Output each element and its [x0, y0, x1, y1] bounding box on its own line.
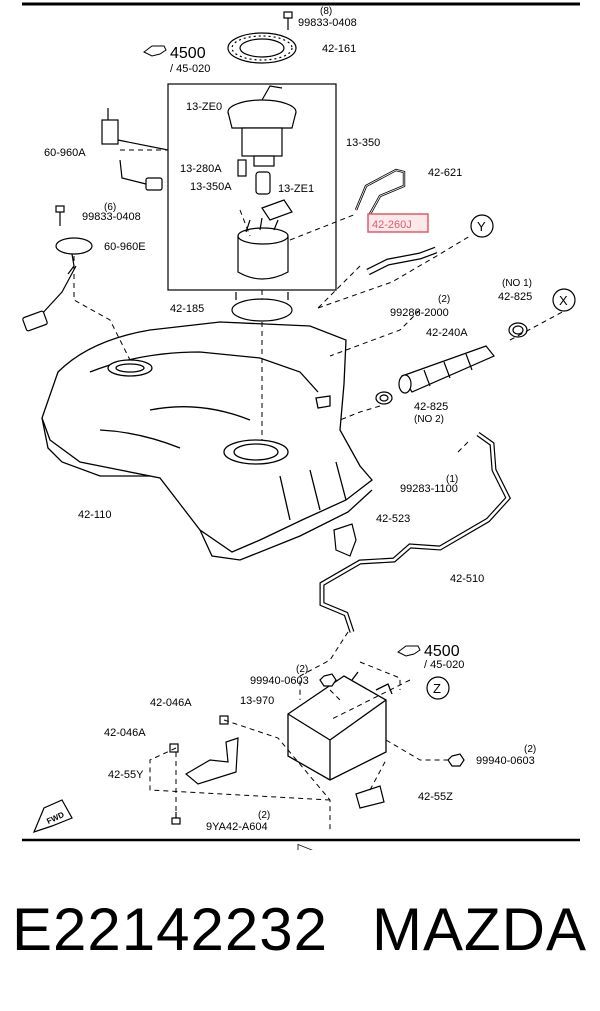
sender-label: 60-960A — [44, 147, 86, 159]
holder-label: 42-523 — [376, 513, 410, 525]
vent-tube-label: 42-621 — [428, 167, 462, 179]
dashed-leaders — [73, 149, 567, 830]
bottom-bolt-part — [171, 812, 181, 825]
top-bolt — [283, 11, 293, 30]
bracket-label: 13-350A — [190, 181, 232, 193]
bracket-a1-label: 42-046A — [150, 697, 192, 709]
marker-z-circle — [426, 676, 450, 700]
top-bolt-label: 99833-0408 — [298, 17, 357, 29]
caption: E22142232 MAZDA — [0, 885, 600, 985]
bracket-y-part — [169, 715, 239, 785]
clamp-no2-part — [375, 391, 393, 405]
marker-z: Z — [433, 681, 441, 696]
clip-b-qty: (1) — [446, 474, 458, 485]
clamp-no2-note: (NO 2) — [414, 414, 444, 425]
nut-a-qty: (2) — [296, 664, 308, 675]
left-bolt-qty: (6) — [104, 202, 116, 213]
sender-unit-part — [22, 205, 93, 332]
fuel-tank — [41, 321, 373, 561]
lock-ring-label: 42-185 — [170, 303, 204, 315]
clamp-no2-label: 42-825 — [414, 401, 448, 413]
nut-b-label: 99940-0603 — [476, 755, 535, 767]
bottom-bolt-qty: (2) — [258, 810, 270, 821]
fuel-pump-part — [227, 85, 297, 167]
holder-part — [333, 523, 357, 557]
filler-hose-part — [398, 345, 495, 394]
sender-part — [101, 108, 169, 191]
filter-label: 13-ZE1 — [278, 183, 314, 195]
clamp-no1-part — [508, 322, 528, 338]
clamp-no1-label: 42-825 — [498, 291, 532, 303]
bracket-z-part — [355, 785, 385, 809]
nut-b-qty: (2) — [524, 744, 536, 755]
filler-hose-label: 42-240A — [426, 327, 468, 339]
hand-pointer-icon-lower — [397, 645, 421, 657]
upper-ref-number: 4500 — [170, 45, 206, 62]
lower-ref-number: 4500 — [424, 643, 460, 660]
marker-y-circle — [470, 214, 494, 238]
clip-a-label: 99286-2000 — [390, 307, 449, 319]
highlight-box — [367, 213, 429, 233]
hand-pointer-icon — [143, 45, 167, 57]
canister-label: 13-970 — [240, 695, 274, 707]
ring-label: 42-161 — [322, 43, 356, 55]
fuel-pump-label: 13-ZE0 — [186, 101, 222, 113]
tank-label: 42-110 — [78, 509, 111, 521]
clip-b-label: 99283-1100 — [400, 483, 458, 495]
pump-assembly-box — [167, 83, 337, 291]
nut-a-part — [319, 673, 337, 687]
parts-diagram: (8) 99833-0408 42-161 4500 / 45-020 13-Z… — [22, 2, 580, 850]
strainer-part — [237, 217, 289, 280]
canister-part — [287, 671, 393, 850]
caption-part-number: E22142232 — [12, 896, 328, 963]
marker-x-circle — [552, 288, 576, 312]
valve-label: 13-280A — [180, 163, 222, 175]
ring-part — [227, 32, 297, 64]
nut-b-part — [447, 753, 465, 767]
marker-y: Y — [477, 219, 486, 234]
top-bolt-qty: (8) — [320, 6, 332, 17]
marker-x: X — [559, 293, 568, 308]
lower-ref-sub: / 45-020 — [424, 659, 464, 671]
vapor-pipe-label: 42-510 — [450, 573, 484, 585]
clamp-no1-note: (NO 1) — [502, 278, 532, 289]
bracket-y-label: 42-55Y — [108, 769, 144, 781]
bracket-a2-label: 42-046A — [104, 727, 146, 739]
valve-part — [237, 159, 293, 221]
bottom-bolt-label: 9YA42-A604 — [206, 821, 268, 833]
upper-ref-sub: / 45-020 — [170, 63, 210, 75]
nut-a-label: 99940-0603 — [250, 675, 309, 687]
clip-a-qty: (2) — [438, 294, 450, 305]
bracket-z-label: 42-55Z — [418, 791, 453, 803]
lock-ring-part — [231, 292, 293, 322]
assembly-label: 13-350 — [346, 137, 380, 149]
fwd-arrow-icon: FWD — [32, 799, 73, 833]
caption-brand: MAZDA — [372, 896, 587, 963]
sender-unit-label: 60-960E — [104, 241, 146, 253]
highlighted-part-label: 42-260J — [372, 219, 412, 231]
left-bolt-label: 99833-0408 — [82, 211, 141, 223]
